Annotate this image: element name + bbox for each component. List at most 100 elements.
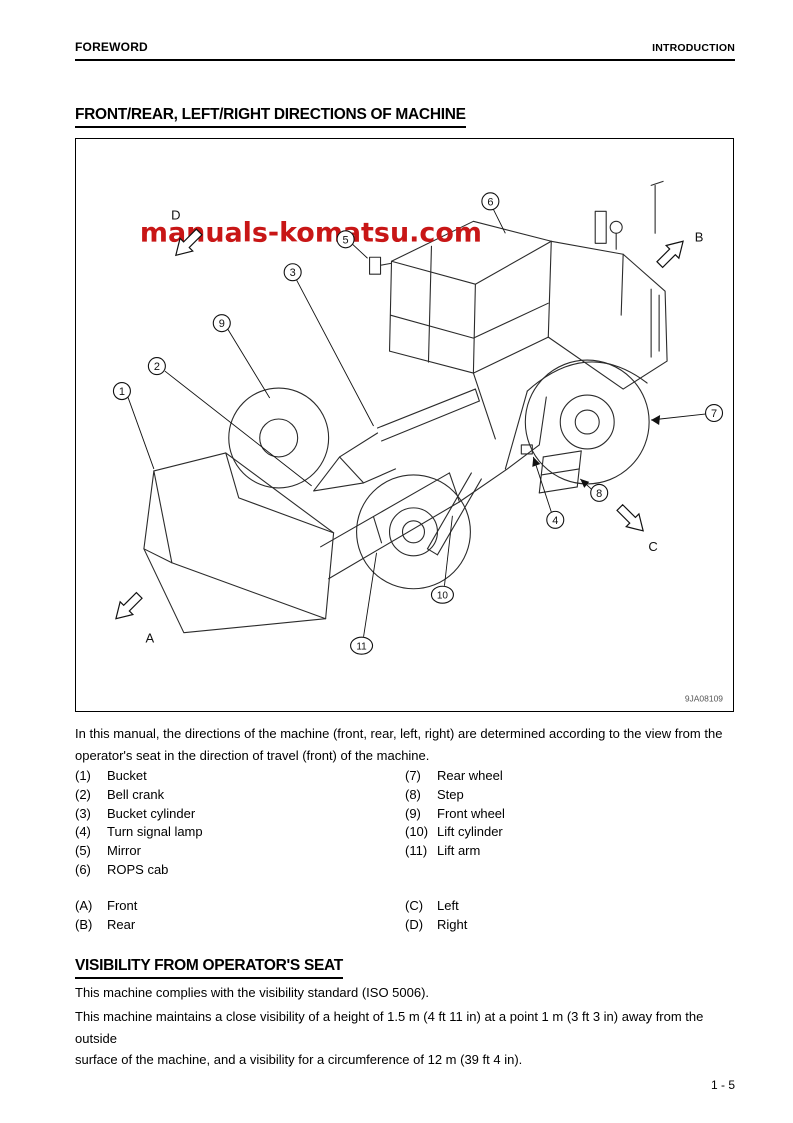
svg-text:5: 5 (343, 234, 349, 246)
visibility-body-line-1: This machine maintains a close visibilit… (75, 1009, 704, 1046)
part-number: (9) (405, 805, 421, 821)
part-number: (1) (75, 768, 91, 783)
part-label: ROPS cab (107, 861, 169, 877)
direction-label: Rear (107, 916, 136, 932)
figure-box: manuals-komatsu.com 1 2 3 4 5 (75, 138, 734, 712)
part-number: (6) (75, 861, 91, 877)
direction-label-c: C (648, 539, 657, 554)
visibility-body-line-2: surface of the machine, and a visibility… (75, 1052, 523, 1067)
direction-arrow-a-icon (115, 591, 143, 620)
antenna-drawing (650, 180, 664, 234)
part-number: (2) (75, 786, 91, 802)
callout-8: 8 (579, 478, 609, 502)
callout-5: 5 (336, 230, 368, 259)
direction-letter: (A) (75, 898, 93, 913)
part-number: (10) (405, 824, 429, 840)
parts-list-item: (9) Front wheel (405, 806, 505, 825)
part-label: Lift cylinder (437, 824, 503, 840)
lift-cylinder-drawing (426, 472, 482, 556)
parts-list-item: (2) Bell crank (75, 787, 203, 806)
part-label: Lift arm (437, 843, 481, 859)
parts-list-left-column: (1) Bucket (2) Bell crank (3) Bucket cyl… (75, 768, 203, 881)
directions-list-right-column: (C) Left (D) Right (405, 898, 467, 936)
direction-list-item: (A) Front (75, 898, 137, 917)
direction-label: Left (437, 898, 459, 913)
header-rule (75, 59, 735, 61)
direction-label-d: D (171, 207, 180, 222)
parts-list-item: (10) Lift cylinder (405, 824, 505, 843)
parts-list-item: (3) Bucket cylinder (75, 806, 203, 825)
part-label: Mirror (107, 843, 141, 859)
far-front-wheel-drawing (228, 387, 330, 489)
part-number: (3) (75, 805, 91, 821)
svg-text:3: 3 (290, 267, 296, 279)
direction-letter: (C) (405, 898, 424, 913)
svg-text:10: 10 (437, 591, 449, 602)
exhaust-stack-drawing (594, 210, 623, 250)
parts-list-item: (11) Lift arm (405, 843, 505, 862)
header-left-text: FOREWORD (75, 40, 148, 54)
mirror-drawing (369, 256, 393, 275)
svg-text:7: 7 (711, 408, 717, 420)
svg-text:6: 6 (487, 196, 493, 208)
part-number: (7) (405, 768, 421, 783)
part-label: Bucket (107, 768, 147, 783)
part-label: Rear wheel (437, 768, 503, 783)
svg-text:11: 11 (356, 642, 367, 653)
callout-7: 7 (651, 403, 724, 425)
svg-text:9: 9 (219, 318, 225, 330)
machine-figure: manuals-komatsu.com 1 2 3 4 5 (112, 180, 724, 704)
direction-list-item: (C) Left (405, 898, 467, 917)
direction-label: Right (437, 916, 468, 932)
callout-2: 2 (147, 357, 312, 487)
parts-list-item: (4) Turn signal lamp (75, 824, 203, 843)
turn-signal-lamp-drawing (520, 444, 533, 455)
parts-list-item: (7) Rear wheel (405, 768, 505, 787)
parts-list-item: (6) ROPS cab (75, 862, 203, 881)
direction-arrow-c-icon (616, 503, 644, 532)
intro-line-1: In this manual, the directions of the ma… (75, 726, 723, 741)
parts-list-item: (1) Bucket (75, 768, 203, 787)
direction-letter: (D) (405, 916, 424, 932)
callout-9: 9 (212, 314, 271, 399)
direction-letter: (B) (75, 916, 93, 932)
direction-label-b: B (695, 229, 704, 244)
parts-list-right-column: (7) Rear wheel (8) Step (9) Front wheel … (405, 768, 505, 862)
page-number: 1 - 5 (710, 1078, 735, 1092)
parts-list-item: (5) Mirror (75, 843, 203, 862)
rear-body-drawing (458, 240, 668, 503)
header-right-text: INTRODUCTION (652, 42, 735, 54)
part-number: (11) (405, 843, 428, 859)
section-title-visibility: VISIBILITY FROM OPERATOR'S SEAT (75, 957, 343, 979)
part-number: (5) (75, 843, 91, 859)
callout-6: 6 (481, 192, 506, 234)
directions-list-left-column: (A) Front (B) Rear (75, 898, 137, 936)
page-header: FOREWORD INTRODUCTION (75, 40, 735, 54)
direction-arrow-d-icon (175, 228, 203, 257)
intro-paragraph: In this manual, the directions of the ma… (75, 723, 737, 766)
part-label: Bucket cylinder (107, 805, 196, 821)
part-label: Turn signal lamp (107, 824, 203, 840)
part-number: (8) (405, 786, 421, 802)
callout-1: 1 (112, 382, 155, 470)
direction-arrow-b-icon (656, 240, 684, 269)
svg-text:2: 2 (154, 361, 160, 373)
part-label: Step (437, 786, 464, 802)
direction-label: Front (107, 898, 138, 913)
part-label: Bell crank (107, 786, 165, 802)
bucket-drawing (143, 452, 335, 634)
machine-drawing (143, 180, 668, 634)
callout-4: 4 (532, 456, 565, 529)
svg-text:4: 4 (552, 515, 558, 527)
bucket-cylinder-drawing (376, 388, 480, 442)
visibility-standard-line: This machine complies with the visibilit… (75, 985, 430, 1000)
direction-label-a: A (146, 631, 155, 646)
callout-11: 11 (350, 552, 377, 655)
part-label: Front wheel (437, 805, 505, 821)
callout-10: 10 (430, 515, 454, 604)
visibility-paragraph: This machine maintains a close visibilit… (75, 1006, 737, 1071)
step-drawing (538, 450, 582, 494)
section-title-directions: FRONT/REAR, LEFT/RIGHT DIRECTIONS OF MAC… (75, 106, 466, 128)
figure-code: 9JA08109 (685, 694, 723, 704)
part-number: (4) (75, 824, 91, 840)
